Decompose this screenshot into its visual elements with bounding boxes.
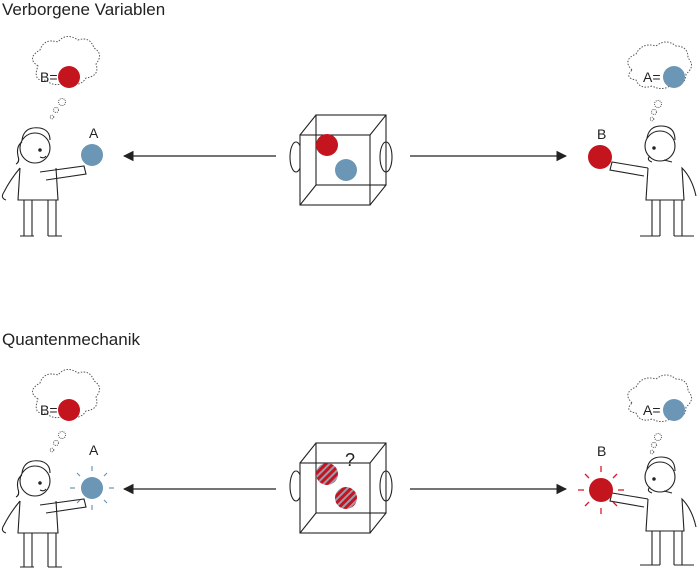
left-thought-label: B= [40,69,58,85]
box-ball-blue [335,159,357,181]
thought-ball-red [58,66,80,88]
right-ball-red [589,478,613,502]
section-quantum-mechanics: B= A [1,369,697,568]
person-icon [1,127,87,237]
box-ball-superposition [316,463,338,485]
person-icon [1,460,87,568]
right-ball-red [588,145,612,169]
left-ball-blue [81,144,103,166]
right-thought-label: A= [643,69,661,85]
glow-rays-icon [578,466,624,514]
thought-bubble-icon [32,36,100,120]
left-ball-label: A [89,442,99,458]
section-hidden-variables: B= A [1,36,697,237]
source-box-icon [289,442,393,534]
person-icon [609,125,697,237]
left-ball-label: A [89,125,99,141]
glow-rays-icon [70,466,114,510]
right-ball-label: B [597,443,606,459]
section-title-quantum-mechanics: Quantenmechanik [2,330,140,349]
left-thought-label: B= [40,402,58,418]
person-icon [609,456,697,566]
section-title-hidden-variables: Verborgene Variablen [2,0,166,19]
thought-ball-red [58,399,80,421]
box-question-mark: ? [345,450,355,470]
thought-ball-blue [663,66,685,88]
right-thought-label: A= [643,402,661,418]
source-box-icon [289,114,393,206]
left-ball-blue [81,477,103,499]
box-ball-superposition [335,487,357,509]
box-ball-red [316,134,338,156]
thought-ball-blue [663,399,685,421]
right-ball-label: B [597,126,606,142]
thought-bubble-icon [32,369,100,453]
